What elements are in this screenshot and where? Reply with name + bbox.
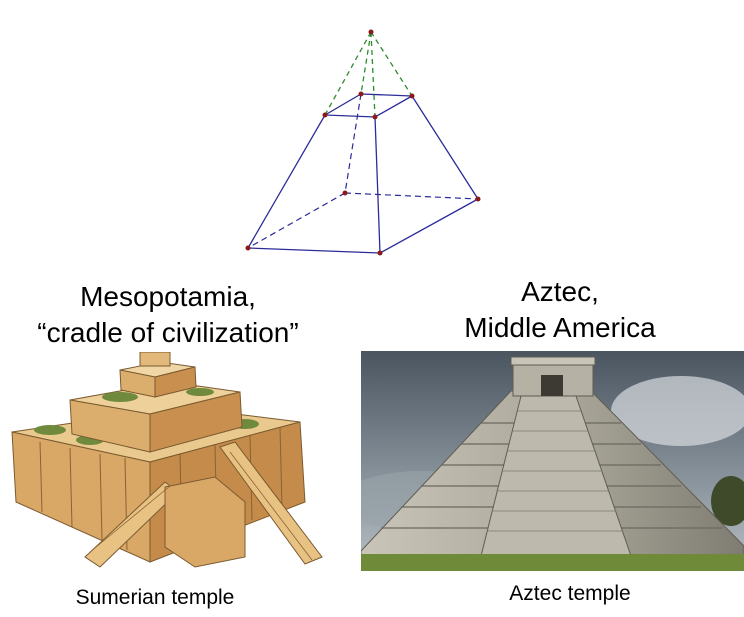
aztec-temple-photo bbox=[361, 351, 744, 571]
vertex-bottom-left bbox=[245, 245, 251, 251]
edge-front-mid bbox=[374, 116, 381, 254]
visible-edges bbox=[247, 93, 479, 254]
vertex-top-left bbox=[322, 112, 328, 118]
apex-line-front-right bbox=[370, 31, 376, 118]
aztec-heading: Aztec, Middle America bbox=[400, 274, 720, 346]
edge-front-left bbox=[247, 114, 326, 249]
sumerian-temple-caption: Sumerian temple bbox=[75, 586, 235, 609]
vertex-bottom-right bbox=[475, 196, 481, 202]
aztec-temple-caption: Aztec temple bbox=[509, 582, 631, 605]
mesopotamia-heading-line2: “cradle of civilization” bbox=[37, 317, 299, 348]
vertex-bottom-back bbox=[342, 190, 348, 196]
mesopotamia-heading-line1: Mesopotamia, bbox=[80, 281, 256, 312]
hidden-edge-bottom-left bbox=[247, 192, 346, 249]
frustum-diagram bbox=[245, 29, 481, 256]
hidden-edge-vertical bbox=[344, 93, 362, 194]
ziggurat-top-right bbox=[154, 366, 197, 398]
vertex-top-right bbox=[409, 93, 415, 99]
edge-back-right bbox=[411, 95, 479, 200]
vertex-apex bbox=[368, 29, 374, 35]
hidden-edge-bottom-right bbox=[344, 192, 479, 200]
hidden-edges bbox=[247, 93, 479, 249]
vertex-bottom-front bbox=[377, 250, 383, 256]
apex-line-back-left bbox=[360, 31, 372, 95]
top-face bbox=[322, 93, 415, 118]
vertex-top-front bbox=[372, 114, 378, 120]
aztec-heading-line1: Aztec, bbox=[521, 276, 599, 307]
apex-line-front-left bbox=[324, 31, 372, 116]
vertex-top-back bbox=[358, 91, 364, 97]
ziggurat-gatehouse bbox=[164, 476, 246, 568]
apex-line-back-right bbox=[370, 31, 413, 97]
aztec-heading-line2: Middle America bbox=[464, 312, 656, 343]
grass bbox=[361, 554, 744, 571]
sumerian-temple-illustration bbox=[11, 352, 323, 568]
ziggurat-mid-right bbox=[149, 391, 243, 453]
apex-extension-lines bbox=[324, 31, 413, 118]
vertices bbox=[245, 29, 481, 256]
edge-bottom-front bbox=[247, 247, 381, 254]
edge-bottom-right bbox=[379, 198, 479, 254]
mesopotamia-heading: Mesopotamia, “cradle of civilization” bbox=[0, 279, 336, 351]
